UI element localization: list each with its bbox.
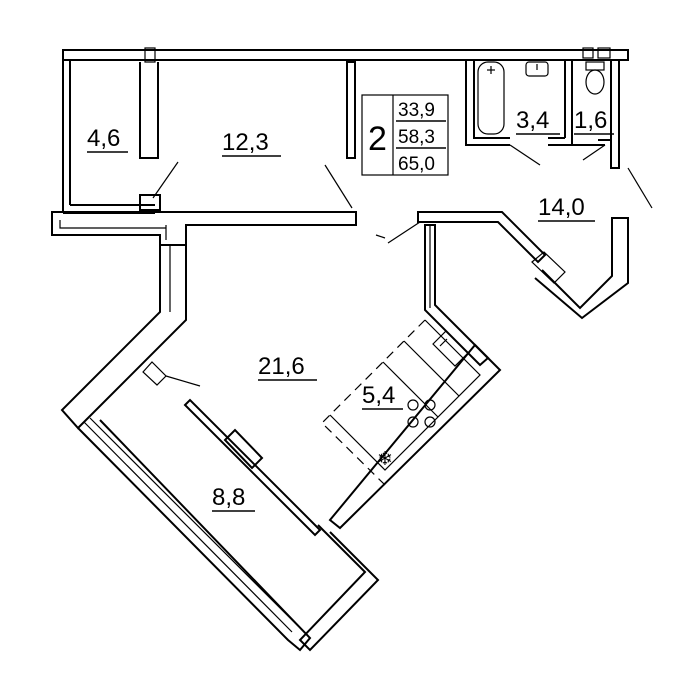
stove-burner-icon (407, 416, 419, 428)
kitchen-counter-front (382, 340, 460, 418)
loggia-top-walls (62, 50, 155, 214)
sink-tap (439, 338, 448, 347)
bathroom-area: 3,4 (516, 107, 549, 134)
loggia-top-area: 4,6 (87, 125, 120, 152)
bathtub-icon (477, 61, 505, 135)
loggia-bottom-area: 8,8 (212, 484, 245, 511)
toilet-area: 1,6 (574, 107, 607, 134)
living-room-area: 21,6 (258, 353, 305, 380)
stove-burner-icon (424, 416, 436, 428)
toilet-walls (572, 60, 620, 169)
kitchen-area: 5,4 (362, 382, 395, 409)
loggia-bottom-outer (77, 419, 312, 652)
wall-block (142, 361, 167, 386)
doors (152, 144, 653, 387)
total-area: 58,3 (398, 127, 435, 148)
door-loggia-bottom-swing (165, 375, 201, 387)
door-living-swing (387, 221, 421, 244)
washbasin-icon (525, 61, 549, 77)
hallway-area: 14,0 (538, 194, 585, 221)
total-with-loggias: 65,0 (398, 154, 435, 175)
sink-icon (432, 330, 469, 367)
living-left-wall (60, 245, 187, 430)
toilet-riser-2 (597, 47, 611, 59)
hallway-window (531, 251, 566, 284)
area-summary: 2 33,9 58,3 65,0 (361, 94, 449, 176)
loggia-partition (139, 62, 161, 211)
stove-burner-icon (424, 399, 436, 411)
door-toilet-swing (582, 144, 606, 161)
kitchen-counter (329, 319, 481, 471)
partition-small (144, 47, 156, 63)
toilet-bowl-icon (585, 69, 605, 95)
door-loggia-swing (152, 161, 179, 199)
kitchen-outer-wall (328, 343, 502, 530)
partition-block (223, 428, 264, 470)
summary-box (361, 94, 449, 176)
stove-burner-icon (407, 399, 419, 411)
walls (51, 47, 629, 652)
living-area: 33,9 (398, 100, 435, 121)
toilet-riser (582, 47, 594, 59)
loggia-bottom-side (298, 524, 380, 652)
hallway-right-wall (417, 211, 547, 264)
room-labels: 4,6 12,3 3,4 1,6 14,0 21,6 5,4 8,8 (87, 107, 614, 512)
loggia-bottom-glazing (83, 417, 299, 633)
snowflake-icon: ❄ (377, 449, 393, 470)
top-wall (62, 49, 629, 61)
rooms-count: 2 (368, 120, 387, 158)
kitchen-zone-boundary (321, 319, 426, 486)
partition-vertical (346, 61, 356, 159)
toilet-tank-icon (585, 61, 605, 71)
door-entrance-swing (627, 167, 653, 209)
fixtures: ❄ (321, 47, 611, 486)
door-room-swing (324, 164, 353, 209)
living-right-wall (424, 224, 490, 367)
door-room-opening (375, 234, 386, 239)
door-bathroom-swing (509, 144, 541, 166)
room-small-area: 12,3 (222, 129, 269, 156)
living-loggia-partition (183, 398, 322, 537)
wall-inner-line (59, 220, 167, 240)
hallway-bay (534, 217, 629, 320)
